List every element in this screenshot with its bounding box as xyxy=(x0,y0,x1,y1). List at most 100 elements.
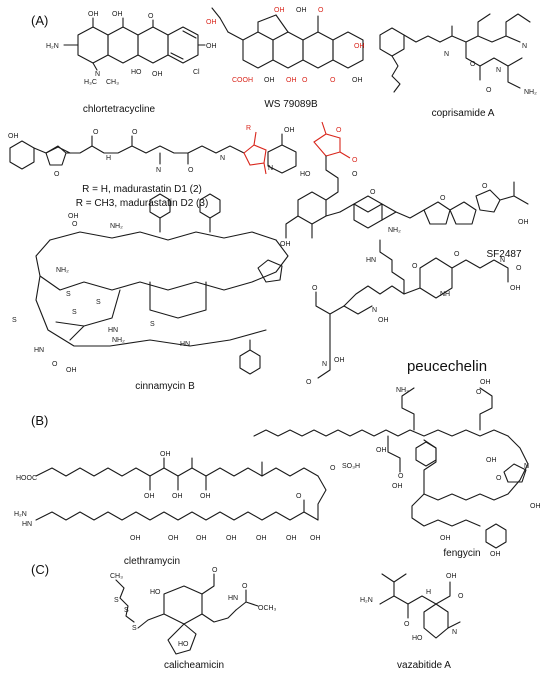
svg-text:OH: OH xyxy=(486,457,497,464)
svg-text:OH: OH xyxy=(286,77,297,84)
svg-text:N: N xyxy=(444,51,449,58)
svg-text:HO: HO xyxy=(412,635,423,642)
svg-text:OH: OH xyxy=(264,77,275,84)
vazabitide-structure: H₂N O H OH O HO N xyxy=(360,573,464,642)
svg-text:O: O xyxy=(242,583,248,590)
svg-text:NH₂: NH₂ xyxy=(110,223,123,230)
svg-text:HO: HO xyxy=(300,171,311,178)
svg-text:SO₃H: SO₃H xyxy=(342,463,360,470)
svg-text:OH: OH xyxy=(490,551,501,558)
svg-text:N: N xyxy=(268,165,273,172)
svg-text:NH₂: NH₂ xyxy=(396,387,409,394)
svg-text:OH: OH xyxy=(172,493,183,500)
svg-text:HN: HN xyxy=(366,257,376,264)
svg-text:O: O xyxy=(404,621,410,628)
svg-text:OH: OH xyxy=(144,493,155,500)
svg-text:OH: OH xyxy=(284,127,295,134)
svg-text:OH: OH xyxy=(130,535,141,542)
panel-b-label: (B) xyxy=(31,413,49,428)
label-sf2487: SF2487 xyxy=(486,249,522,260)
svg-text:S: S xyxy=(12,317,17,324)
svg-text:N: N xyxy=(95,71,100,78)
svg-text:OH: OH xyxy=(168,535,179,542)
svg-text:O: O xyxy=(318,7,324,14)
label-madurastatin: R = H, madurastatin D1 (2) R = CH3, madu… xyxy=(76,183,209,211)
svg-text:NH₂: NH₂ xyxy=(112,337,125,344)
clethramycin-structure: HOOC H₂N HN OH OH OH OH O O SO₃H OH OH O… xyxy=(14,451,360,542)
svg-text:OH: OH xyxy=(66,367,77,374)
svg-text:N: N xyxy=(496,67,501,74)
svg-text:O: O xyxy=(330,465,336,472)
chlortetracycline-structure: H₂N OH OH O N H₃C CH₃ HO OH Cl OH xyxy=(46,11,217,86)
madurastatin-d2-line: R = CH3, madurastatin D2 (3) xyxy=(75,198,209,209)
svg-text:OH: OH xyxy=(196,535,207,542)
svg-text:OH: OH xyxy=(518,219,529,226)
svg-text:HN: HN xyxy=(180,341,190,348)
svg-text:O: O xyxy=(296,493,302,500)
svg-text:S: S xyxy=(72,309,77,316)
svg-text:CH₃: CH₃ xyxy=(106,79,119,86)
svg-text:S: S xyxy=(150,321,155,328)
svg-text:O: O xyxy=(132,129,138,136)
svg-text:OH: OH xyxy=(334,357,345,364)
svg-text:O: O xyxy=(352,171,358,178)
svg-text:O: O xyxy=(412,263,418,270)
svg-text:O: O xyxy=(516,265,522,272)
svg-text:S: S xyxy=(114,597,119,604)
svg-text:O: O xyxy=(458,593,464,600)
svg-text:O: O xyxy=(440,195,446,202)
svg-text:O: O xyxy=(148,13,154,20)
svg-text:N: N xyxy=(500,257,505,264)
svg-text:R: R xyxy=(246,125,251,132)
svg-text:H: H xyxy=(426,589,431,596)
label-calicheamicin: calicheamicin xyxy=(163,660,225,671)
svg-text:HN: HN xyxy=(22,521,32,528)
svg-text:N: N xyxy=(372,307,377,314)
svg-text:H: H xyxy=(106,155,111,162)
svg-text:OH: OH xyxy=(112,11,123,18)
svg-text:N: N xyxy=(156,167,161,174)
panel-c-label: (C) xyxy=(31,562,50,577)
ws79089b-structure: OH OH OH O COOH OH OH O O OH OH xyxy=(206,7,365,84)
svg-text:O: O xyxy=(54,171,60,178)
svg-text:O: O xyxy=(72,221,78,228)
svg-text:O: O xyxy=(93,129,99,136)
label-fengycin: fengycin xyxy=(443,548,481,559)
svg-text:O: O xyxy=(188,167,194,174)
svg-text:HOOC: HOOC xyxy=(16,475,37,482)
sf2487-structure: O O HO O OH OH O O O xyxy=(280,121,529,248)
svg-text:O: O xyxy=(330,77,336,84)
svg-text:O: O xyxy=(454,251,460,258)
label-cinnamycin-b: cinnamycin B xyxy=(135,381,195,392)
label-clethramycin: clethramycin xyxy=(123,556,181,567)
svg-text:OH: OH xyxy=(68,213,79,220)
svg-text:OH: OH xyxy=(256,535,267,542)
svg-text:O: O xyxy=(52,361,58,368)
coprisamide-structure: N O N N NH₂ O xyxy=(379,13,537,96)
svg-text:O: O xyxy=(486,87,492,94)
svg-text:OH: OH xyxy=(480,379,491,386)
svg-text:O: O xyxy=(306,379,312,386)
panel-a-label: (A) xyxy=(31,13,49,28)
svg-text:HO: HO xyxy=(131,69,142,76)
svg-text:OH: OH xyxy=(226,535,237,542)
svg-text:COOH: COOH xyxy=(232,77,253,84)
svg-text:N: N xyxy=(220,155,225,162)
svg-text:N: N xyxy=(524,463,529,470)
label-peucechelin: peucechelin xyxy=(406,358,488,375)
svg-text:O: O xyxy=(470,61,476,68)
svg-text:S: S xyxy=(132,625,137,632)
svg-text:OH: OH xyxy=(206,43,217,50)
label-ws79089b: WS 79089B xyxy=(264,99,318,110)
svg-text:H₃C: H₃C xyxy=(84,79,97,86)
svg-text:OH: OH xyxy=(378,317,389,324)
svg-text:N: N xyxy=(522,43,527,50)
svg-text:NH₂: NH₂ xyxy=(524,89,537,96)
svg-text:H₂N: H₂N xyxy=(360,597,373,604)
svg-text:OCH₃: OCH₃ xyxy=(258,605,277,612)
svg-text:OH: OH xyxy=(152,71,163,78)
svg-text:O: O xyxy=(496,475,502,482)
svg-text:Cl: Cl xyxy=(193,69,200,76)
svg-text:CH₃: CH₃ xyxy=(110,573,123,580)
